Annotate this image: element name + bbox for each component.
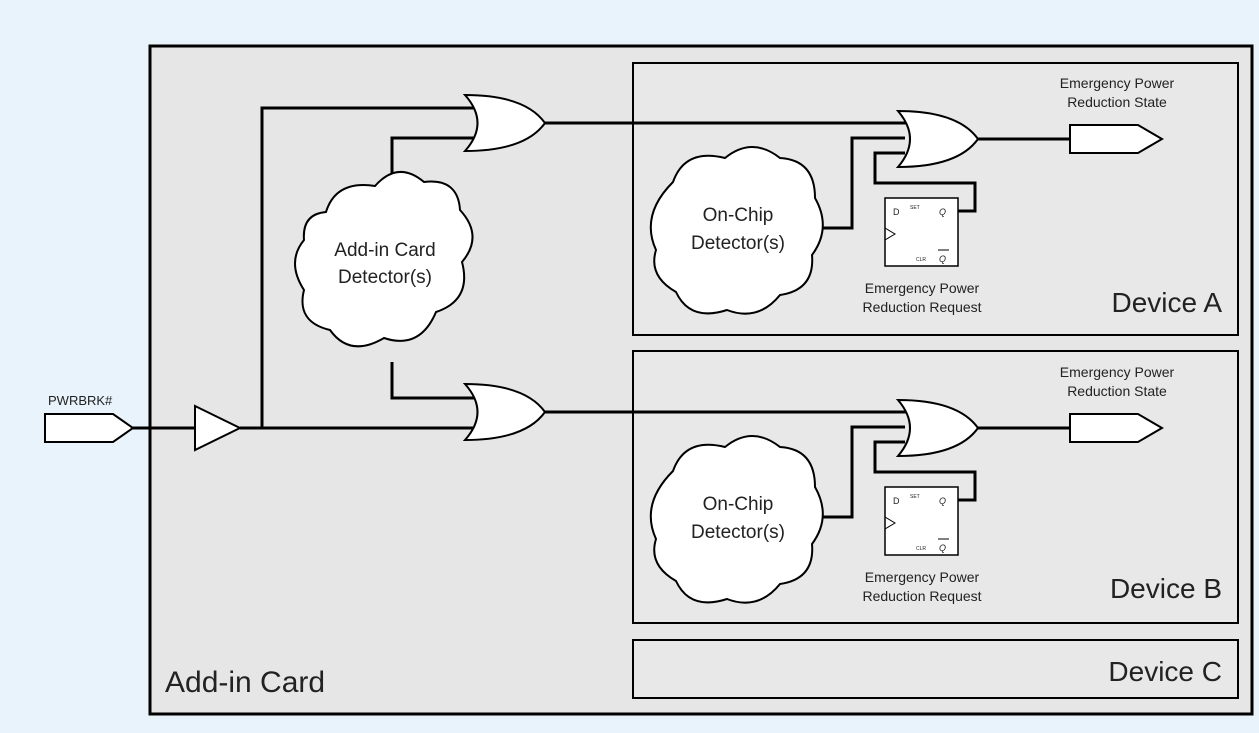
device-a-state-label-line2: Reduction State [1067, 94, 1167, 110]
device-b-ff-qbar: Q [939, 543, 946, 553]
device-b-detector-label-line2: Detector(s) [691, 522, 785, 543]
device-a-ff-d: D [893, 207, 900, 217]
device-c-name: Device C [1108, 656, 1222, 687]
device-a-feedback-wire [873, 151, 977, 213]
device-b-clock-triangle [884, 516, 896, 530]
device-b-request-label-line2: Reduction Request [862, 588, 981, 604]
card-detector-wire-bottom [390, 362, 479, 400]
device-b-detector-label-line1: On-Chip [703, 494, 774, 515]
or-gate-bottom [462, 382, 547, 442]
wires [133, 106, 908, 430]
add-in-card-label: Add-in Card [165, 666, 325, 699]
device-a-ff-q: Q [939, 207, 946, 217]
device-a-ff-qbar: Q [939, 254, 946, 264]
device-a-detector-cloud-shape [649, 146, 824, 315]
card-detector-cloud-shape [294, 171, 474, 348]
buffer-gate [194, 404, 243, 452]
device-b-name: Device B [1110, 573, 1222, 604]
device-a-ff-clr: CLR [916, 257, 926, 263]
device-b-ff-q: Q [939, 496, 946, 506]
add-in-card-detector-cloud: Add-in Card Detector(s) [294, 171, 474, 348]
device-a: Emergency Power Reduction State D SET Q … [649, 75, 1223, 318]
device-b-ff-clr: CLR [916, 546, 926, 552]
device-a-name: Device A [1112, 287, 1223, 318]
device-a-or-gate [895, 109, 980, 169]
device-a-ff-set: SET [910, 205, 920, 211]
device-b-output-port [1069, 413, 1164, 443]
device-a-output-port [1069, 124, 1164, 154]
branch-wire-top [260, 106, 474, 428]
device-a-detector-label-line2: Detector(s) [691, 233, 785, 254]
card-detector-label-line2: Detector(s) [338, 267, 432, 288]
device-b-detector-wire [810, 425, 905, 519]
device-a-state-label-line1: Emergency Power [1060, 75, 1175, 91]
device-b-on-chip-detector-cloud: On-Chip Detector(s) [649, 435, 824, 604]
device-a-detector-label-line1: On-Chip [703, 205, 774, 226]
card-detector-label-line1: Add-in Card [334, 240, 435, 261]
device-b-feedback-wire [873, 440, 977, 502]
device-b-ff-d: D [893, 496, 900, 506]
device-a-flipflop: D SET Q CLR Q [884, 197, 959, 267]
device-a-request-label-line2: Reduction Request [862, 299, 981, 315]
pwrbrk-label: PWRBRK# [48, 393, 113, 408]
or-gate-top [462, 93, 547, 153]
device-b-request-label-line1: Emergency Power [865, 569, 980, 585]
pwrbrk-input-port [44, 413, 135, 443]
device-b-detector-cloud-shape [649, 435, 824, 604]
device-a-flipflop-body [884, 197, 959, 267]
device-a-clock-triangle [884, 227, 896, 241]
device-b-or-gate [895, 398, 980, 458]
device-b: Emergency Power Reduction State D SET Q … [649, 364, 1222, 604]
device-b-state-label-line2: Reduction State [1067, 383, 1167, 399]
device-c-box [632, 639, 1239, 699]
device-b-flipflop-body [884, 486, 959, 556]
device-b-ff-set: SET [910, 494, 920, 500]
card-detector-wire-top [390, 136, 479, 188]
device-a-request-label-line1: Emergency Power [865, 280, 980, 296]
device-a-on-chip-detector-cloud: On-Chip Detector(s) [649, 146, 824, 315]
device-b-state-label-line1: Emergency Power [1060, 364, 1175, 380]
device-b-flipflop: D SET Q CLR Q [884, 486, 959, 556]
device-a-detector-wire [810, 136, 905, 230]
